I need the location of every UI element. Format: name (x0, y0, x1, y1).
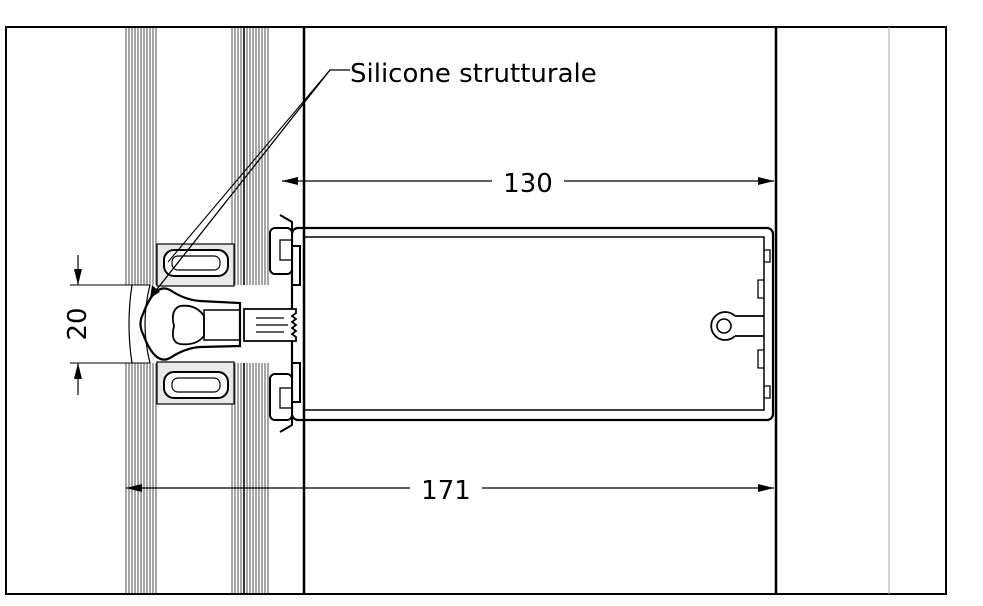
dim-20-arrow-top (74, 269, 82, 285)
profile-step-top (757, 279, 764, 299)
dim-130-arrow-right (758, 177, 774, 185)
dim-171-arrow-right (758, 484, 774, 492)
dim-130-text-bg (492, 164, 564, 196)
drawing-border (5, 26, 947, 595)
gasket-bottom-core (279, 387, 293, 409)
joint-sealant-curve-2 (144, 284, 151, 364)
dim-20-arrow-bottom (74, 363, 82, 379)
silicone-label: Silicone strutturale (350, 59, 597, 89)
seal-hook (171, 304, 205, 346)
joint-sealant-curve (128, 284, 133, 364)
profile-step-bottom (757, 349, 764, 369)
gasket-bottom (269, 373, 293, 421)
spacer-top-inner (171, 255, 221, 271)
spacer-bottom-inner (171, 377, 221, 393)
screw-port (710, 311, 764, 341)
gasket-top-core (279, 239, 293, 261)
silicone-leader-line-2 (167, 69, 331, 263)
clip-top (279, 214, 301, 286)
serrated-insert-core (256, 317, 288, 333)
spacer-top (163, 249, 229, 277)
dim-171-text: 171 (421, 476, 471, 506)
profile-groove-bottom (764, 385, 771, 399)
mullion-profile-outer (290, 226, 775, 422)
profile-groove-top (764, 249, 771, 263)
dim-171-text-bg (410, 471, 482, 503)
screw-port-hole (716, 318, 732, 334)
clip-bottom (279, 362, 301, 433)
dim-171-arrow-left (126, 484, 142, 492)
seal-stem (203, 309, 241, 341)
weather-seal (139, 287, 242, 361)
silicone-leader-arrow (150, 285, 160, 298)
dim-130-text: 130 (503, 169, 553, 199)
dim-20-text: 20 (63, 307, 93, 340)
gasket-top (269, 227, 293, 275)
dim-130-arrow-left (282, 177, 298, 185)
spacer-bottom (163, 371, 229, 399)
mullion-profile-inner (303, 236, 765, 411)
